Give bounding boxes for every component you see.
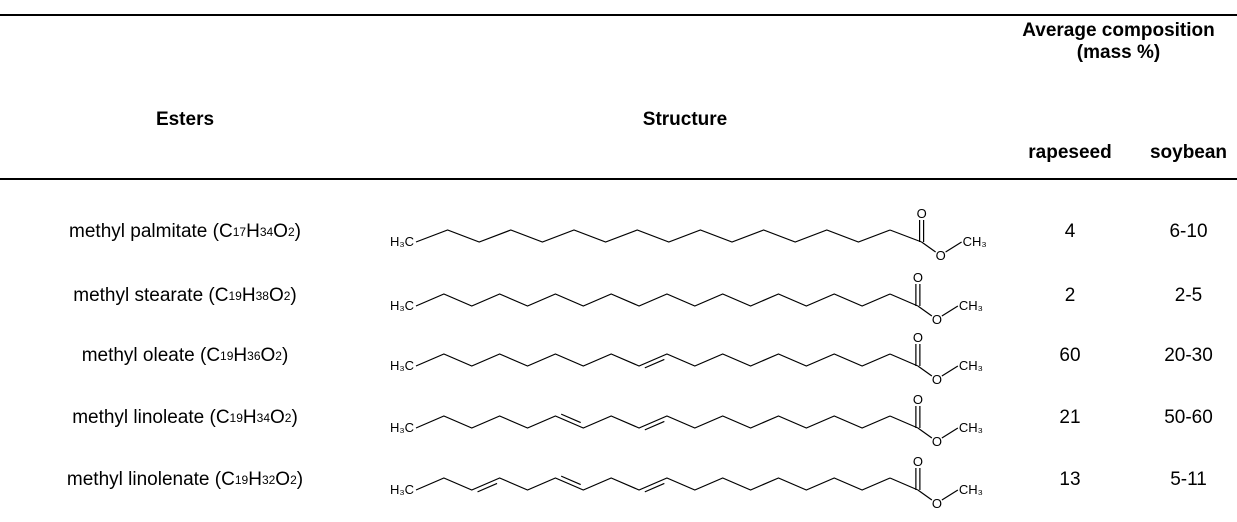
ester-oxygen: O bbox=[936, 248, 946, 263]
double-bond bbox=[644, 482, 665, 493]
rapeseed-value: 21 bbox=[1059, 407, 1081, 428]
ester-oxygen: O bbox=[932, 496, 942, 511]
carbonyl-oxygen: O bbox=[913, 454, 923, 469]
ester-oxygen: O bbox=[932, 312, 942, 327]
bond bbox=[889, 229, 922, 243]
top-rule bbox=[0, 14, 1237, 16]
bond bbox=[921, 241, 936, 253]
structure-diagram: O O CH₃ H₃C bbox=[390, 454, 983, 511]
soybean-value: 6-10 bbox=[1169, 221, 1208, 242]
methyl-terminal-label: H₃C bbox=[390, 482, 414, 497]
rapeseed-value: 4 bbox=[1064, 221, 1076, 242]
header-average-composition: Average composition (mass %) bbox=[1022, 20, 1215, 63]
carbon-chain bbox=[415, 229, 891, 243]
rapeseed-value: 13 bbox=[1059, 469, 1081, 490]
rapeseed-value: 60 bbox=[1059, 345, 1081, 366]
methyl-label: CH₃ bbox=[959, 482, 983, 497]
methyl-terminal-label: H₃C bbox=[390, 298, 414, 313]
double-bond bbox=[477, 482, 498, 493]
header-soybean: soybean bbox=[1149, 142, 1228, 163]
structure-diagram: O O CH₃ H₃C bbox=[390, 330, 983, 387]
bond bbox=[917, 305, 933, 317]
soybean-value: 2-5 bbox=[1174, 285, 1203, 306]
header-rule bbox=[0, 178, 1237, 180]
structure-diagram: O O CH₃ H₃C bbox=[390, 392, 983, 449]
soybean-value: 50-60 bbox=[1164, 407, 1213, 428]
methyl-label: CH₃ bbox=[959, 420, 983, 435]
bond bbox=[889, 415, 919, 429]
methyl-label: CH₃ bbox=[959, 358, 983, 373]
methyl-terminal-label: H₃C bbox=[390, 358, 414, 373]
header-rapeseed: rapeseed bbox=[1028, 142, 1112, 163]
carbon-chain bbox=[415, 293, 891, 307]
carbonyl-oxygen: O bbox=[917, 206, 927, 221]
structure-diagram: O O CH₃ H₃C bbox=[390, 270, 983, 327]
header-structure: Structure bbox=[642, 109, 728, 130]
structure-diagram: O O CH₃ H₃C bbox=[390, 206, 987, 263]
double-bond bbox=[560, 413, 581, 424]
bond bbox=[889, 353, 919, 367]
carbon-chain bbox=[415, 353, 891, 367]
rapeseed-value: 2 bbox=[1064, 285, 1076, 306]
carbon-chain bbox=[415, 477, 891, 491]
bond bbox=[941, 305, 959, 317]
carbonyl-oxygen: O bbox=[913, 270, 923, 285]
soybean-value: 5-11 bbox=[1170, 469, 1207, 490]
carbon-chain bbox=[415, 415, 891, 429]
methyl-terminal-label: H₃C bbox=[390, 420, 414, 435]
carbonyl-oxygen: O bbox=[913, 330, 923, 345]
ester-oxygen: O bbox=[932, 372, 942, 387]
double-bond bbox=[560, 475, 581, 486]
double-bond bbox=[644, 358, 665, 369]
double-bond bbox=[644, 420, 665, 431]
bond bbox=[945, 241, 962, 253]
bond bbox=[889, 477, 919, 491]
methyl-terminal-label: H₃C bbox=[390, 234, 414, 249]
header-esters: Esters bbox=[155, 109, 215, 130]
methyl-label: CH₃ bbox=[959, 298, 983, 313]
carbonyl-oxygen: O bbox=[913, 392, 923, 407]
ester-oxygen: O bbox=[932, 434, 942, 449]
bond bbox=[889, 293, 919, 307]
bond bbox=[917, 489, 933, 501]
bond bbox=[941, 489, 959, 501]
soybean-value: 20-30 bbox=[1164, 345, 1213, 366]
methyl-label: CH₃ bbox=[963, 234, 987, 249]
bond bbox=[917, 427, 933, 439]
bond bbox=[917, 365, 933, 377]
bond bbox=[941, 365, 959, 377]
bond bbox=[941, 427, 959, 439]
